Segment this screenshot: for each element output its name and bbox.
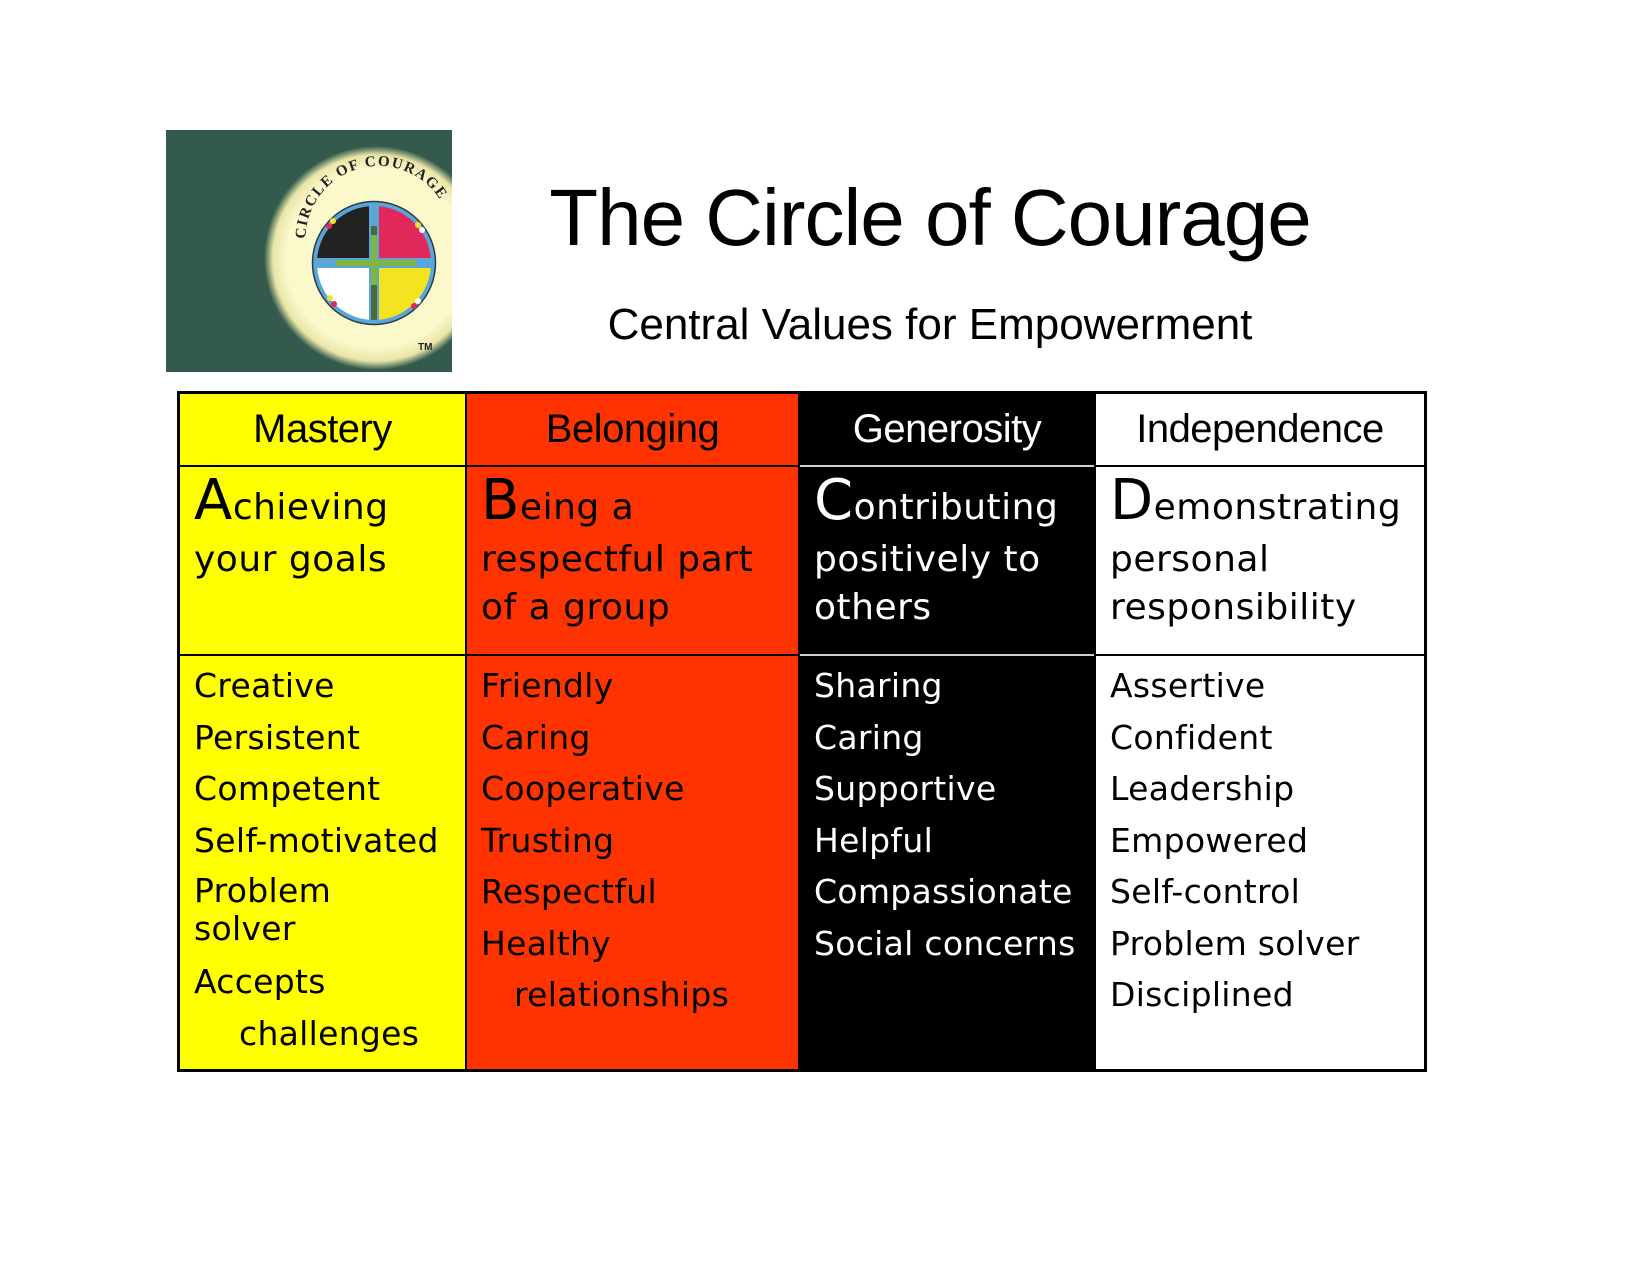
trait-text: relationships (514, 975, 730, 1014)
definition-initial: A (194, 468, 233, 533)
column-independence: Independence Demonstrating personal resp… (1094, 394, 1424, 1069)
trait-item: Assertive (1110, 666, 1266, 705)
trait-list: Assertive Confident Leadership Empowered… (1096, 656, 1424, 1021)
trait-item: Persistent (194, 717, 361, 757)
definition-text: positively to (814, 539, 1041, 580)
medicine-wheel-icon: CIRCLE OF COURAGE TM (264, 146, 452, 370)
trait-list: Sharing Caring Supportive Helpful Compas… (800, 656, 1094, 969)
values-table: Mastery Achieving your goals Creative Pe… (177, 391, 1427, 1072)
trait-item: Trusting (481, 820, 615, 860)
trait-item: Friendly (481, 666, 614, 705)
column-header: Belonging (467, 394, 798, 467)
trait-item: Problem solver (1110, 923, 1360, 963)
trait-item: Problem solver (194, 866, 465, 956)
definition-text: others (814, 587, 932, 628)
definition-text: responsibility (1110, 587, 1357, 628)
trait-item: Helpful (814, 820, 934, 860)
trademark-label: TM (418, 342, 432, 353)
trait-item: Respectful (481, 872, 657, 911)
trait-text: Healthy (481, 923, 611, 963)
column-header: Mastery (180, 394, 465, 467)
definition-text: of a group (481, 587, 671, 628)
trait-text: Problem (194, 871, 332, 910)
trait-item: Caring (814, 717, 924, 757)
definition-text: eing a (519, 487, 635, 528)
trait-item: Sharing (814, 666, 943, 705)
column-header: Generosity (800, 394, 1094, 467)
trait-item: Competent (194, 769, 381, 808)
definition-text: chieving (232, 487, 389, 528)
trait-item: Creative (194, 666, 335, 705)
trait-item: Social concerns (814, 923, 1076, 963)
definition-initial: B (481, 468, 520, 533)
trait-item: Empowered (1110, 820, 1309, 860)
trait-text: solver (194, 909, 296, 948)
column-definition: Achieving your goals (180, 467, 465, 656)
column-definition: Demonstrating personal responsibility (1096, 467, 1424, 656)
trait-item: Self-control (1110, 872, 1301, 911)
trait-text: challenges (239, 1013, 420, 1053)
page-title: The Circle of Courage (549, 173, 1312, 262)
trait-list: Friendly Caring Cooperative Trusting Res… (467, 656, 798, 1021)
trait-item: Healthy relationships (481, 918, 798, 1021)
column-definition: Contributing positively to others (800, 467, 1094, 656)
definition-initial: C (814, 468, 854, 533)
trait-list: Creative Persistent Competent Self-motiv… (180, 656, 465, 1059)
column-definition: Being a respectful part of a group (467, 467, 798, 656)
trait-item: Leadership (1110, 769, 1295, 808)
trait-text: Accepts (194, 962, 326, 1001)
column-mastery: Mastery Achieving your goals Creative Pe… (180, 394, 465, 1069)
trait-item: Compassionate (814, 872, 1073, 911)
definition-text: respectful part (481, 539, 754, 580)
circle-of-courage-logo: CIRCLE OF COURAGE TM (166, 130, 452, 372)
definition-initial: D (1110, 468, 1154, 533)
trait-item: Accepts challenges (194, 956, 465, 1059)
trait-item: Self-motivated (194, 820, 439, 860)
trait-item: Cooperative (481, 769, 685, 808)
definition-text: personal (1110, 539, 1270, 580)
trait-item: Confident (1110, 717, 1273, 757)
definition-text: your goals (194, 539, 388, 580)
trait-item: Caring (481, 717, 591, 757)
definition-text: emonstrating (1153, 487, 1402, 528)
column-generosity: Generosity Contributing positively to ot… (798, 394, 1094, 1069)
definition-text: ontributing (853, 487, 1059, 528)
trait-item: Supportive (814, 769, 997, 808)
column-belonging: Belonging Being a respectful part of a g… (465, 394, 798, 1069)
trait-item: Disciplined (1110, 975, 1294, 1014)
page-subtitle: Central Values for Empowerment (607, 300, 1253, 349)
column-header: Independence (1096, 394, 1424, 467)
